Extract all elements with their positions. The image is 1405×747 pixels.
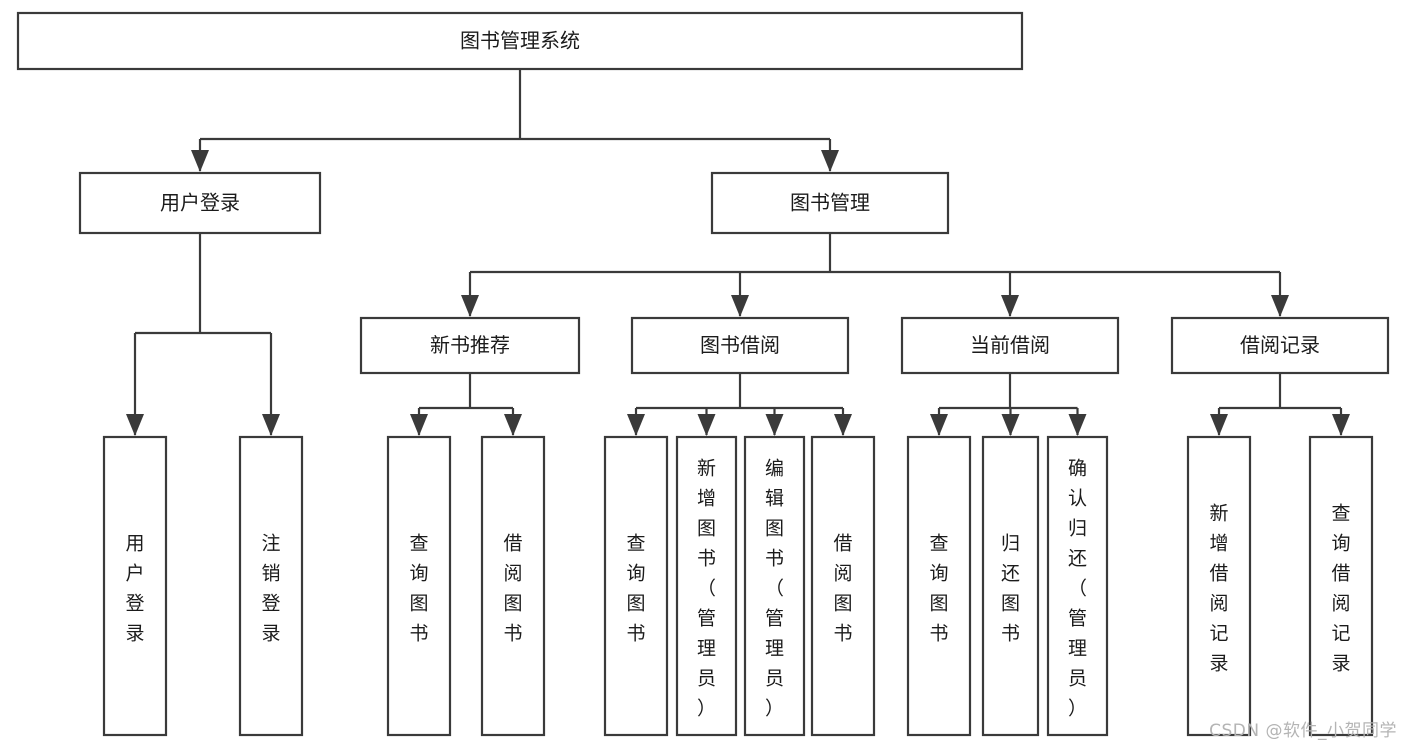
node-leaf-confirm-return[interactable]: 确认归还（管理员）: [1046, 435, 1109, 737]
node-leaf-add-book[interactable]: 新增图书（管理员）: [675, 435, 738, 737]
node-box[interactable]: [743, 435, 806, 737]
arrow-head-icon: [765, 414, 784, 436]
node-label: 图书管理: [790, 191, 870, 215]
arrow-head-icon: [126, 414, 144, 436]
node-new-book-recommend[interactable]: 新书推荐: [359, 316, 581, 375]
arrow-head-icon: [1332, 414, 1350, 436]
arrow-head-icon: [191, 150, 209, 172]
node-box[interactable]: [1046, 435, 1109, 737]
node-box[interactable]: [102, 435, 168, 737]
node-box[interactable]: [480, 435, 546, 737]
node-box[interactable]: [16, 11, 1024, 71]
node-label: 注销登录: [261, 532, 280, 644]
node-box[interactable]: [386, 435, 452, 737]
arrow-head-icon: [504, 414, 522, 436]
node-box[interactable]: [981, 435, 1040, 737]
node-label: 编辑图书（管理员）: [765, 457, 784, 719]
node-leaf-add-record[interactable]: 新增借阅记录: [1186, 435, 1252, 737]
node-label: 确认归还（管理员）: [1068, 457, 1087, 719]
node-label: 借阅记录: [1240, 333, 1320, 357]
node-leaf-query-book-1[interactable]: 查询图书: [386, 435, 452, 737]
node-label: 借阅图书: [503, 532, 522, 644]
node-leaf-borrow-book-2[interactable]: 借阅图书: [810, 435, 876, 737]
node-box[interactable]: [900, 316, 1120, 375]
node-label: 新增图书（管理员）: [697, 457, 716, 719]
arrow-head-icon: [1001, 414, 1020, 436]
node-box[interactable]: [710, 171, 950, 235]
node-box[interactable]: [906, 435, 972, 737]
arrow-head-icon: [697, 414, 716, 436]
arrow-head-icon: [1271, 295, 1289, 317]
arrow-head-icon: [1068, 414, 1087, 436]
node-borrow-record[interactable]: 借阅记录: [1170, 316, 1390, 375]
node-book-borrow[interactable]: 图书借阅: [630, 316, 850, 375]
arrow-head-icon: [834, 414, 852, 436]
node-leaf-edit-book[interactable]: 编辑图书（管理员）: [743, 435, 806, 737]
arrow-head-icon: [930, 414, 948, 436]
node-current-borrow[interactable]: 当前借阅: [900, 316, 1120, 375]
arrow-head-icon: [1210, 414, 1228, 436]
node-leaf-query-book-3[interactable]: 查询图书: [906, 435, 972, 737]
node-user-login[interactable]: 用户登录: [78, 171, 322, 235]
node-label: 用户登录: [160, 191, 240, 215]
node-leaf-query-record[interactable]: 查询借阅记录: [1308, 435, 1374, 737]
node-leaf-user-login[interactable]: 用户登录: [102, 435, 168, 737]
arrow-head-icon: [627, 414, 645, 436]
node-leaf-query-book-2[interactable]: 查询图书: [603, 435, 669, 737]
boxes-layer: 图书管理系统用户登录图书管理新书推荐图书借阅当前借阅借阅记录用户登录注销登录查询…: [16, 11, 1390, 737]
node-label: 用户登录: [125, 532, 144, 644]
arrow-head-icon: [1001, 295, 1019, 317]
arrow-head-icon: [262, 414, 280, 436]
node-box[interactable]: [359, 316, 581, 375]
node-box[interactable]: [1186, 435, 1252, 737]
node-label: 新增借阅记录: [1209, 502, 1228, 674]
node-box[interactable]: [630, 316, 850, 375]
connectors-layer: [126, 69, 1350, 436]
arrow-head-icon: [461, 295, 479, 317]
node-box[interactable]: [675, 435, 738, 737]
node-leaf-borrow-book-1[interactable]: 借阅图书: [480, 435, 546, 737]
node-label: 查询借阅记录: [1331, 502, 1350, 674]
node-label: 图书借阅: [700, 333, 780, 357]
node-leaf-return-book[interactable]: 归还图书: [981, 435, 1040, 737]
node-box[interactable]: [603, 435, 669, 737]
node-book-management[interactable]: 图书管理: [710, 171, 950, 235]
arrow-head-icon: [821, 150, 839, 172]
node-label: 查询图书: [626, 532, 645, 644]
node-box[interactable]: [1170, 316, 1390, 375]
node-box[interactable]: [810, 435, 876, 737]
node-box[interactable]: [238, 435, 304, 737]
node-label: 新书推荐: [430, 333, 510, 357]
node-label: 查询图书: [929, 532, 948, 644]
node-label: 图书管理系统: [460, 29, 580, 53]
watermark-label: CSDN @软件_小贺同学: [1209, 721, 1397, 741]
arrow-head-icon: [410, 414, 428, 436]
node-label: 归还图书: [1001, 532, 1020, 644]
node-leaf-logout-login[interactable]: 注销登录: [238, 435, 304, 737]
node-box[interactable]: [1308, 435, 1374, 737]
node-label: 查询图书: [409, 532, 428, 644]
node-label: 当前借阅: [970, 333, 1050, 357]
node-label: 借阅图书: [833, 532, 852, 644]
node-root[interactable]: 图书管理系统: [16, 11, 1024, 71]
node-box[interactable]: [78, 171, 322, 235]
arrow-head-icon: [731, 295, 749, 317]
